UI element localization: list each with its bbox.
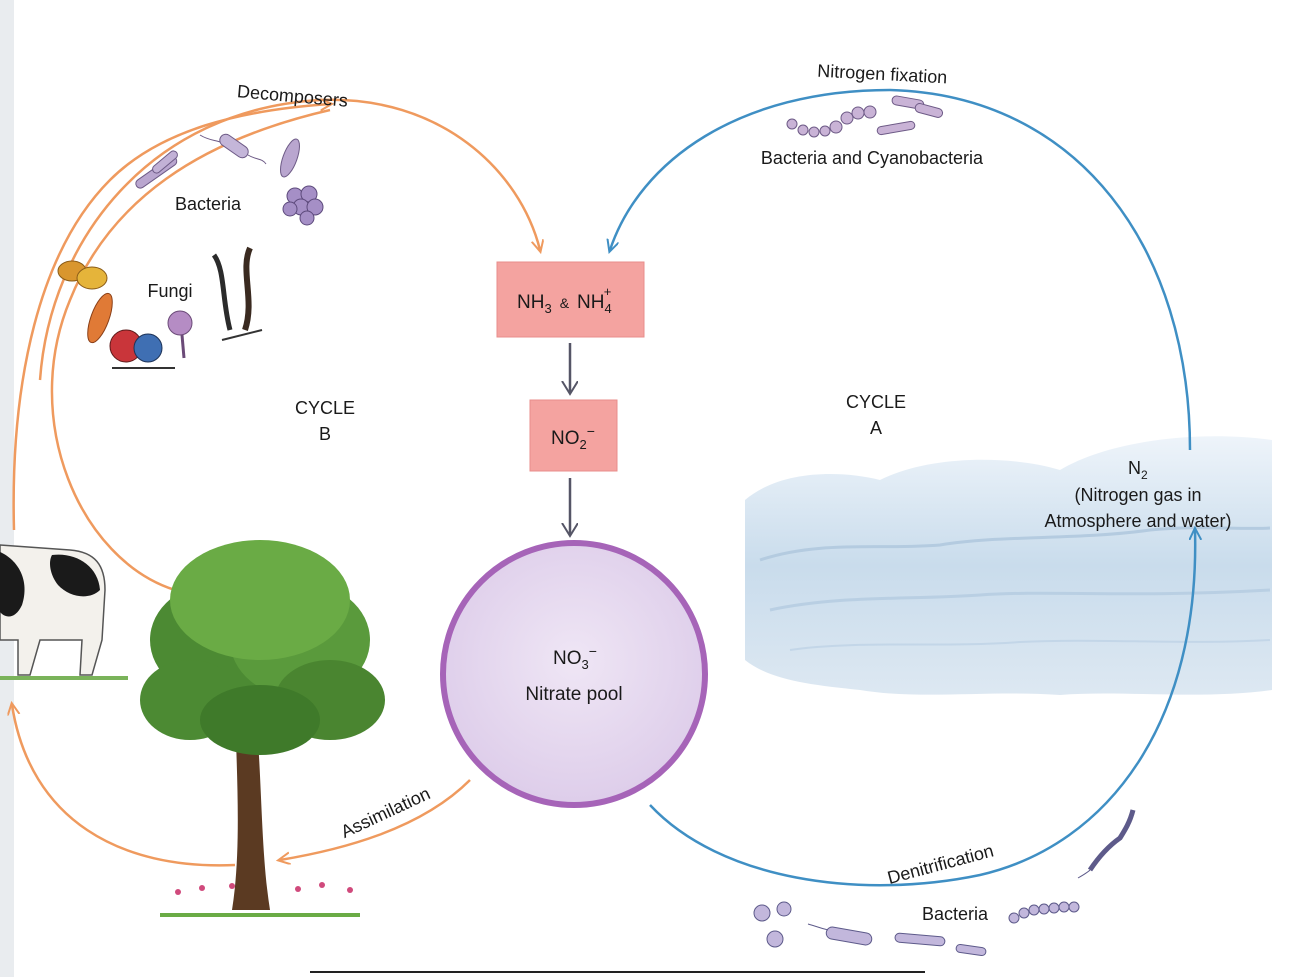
svg-text:NH3&NH4+: NH3&NH4+ bbox=[517, 284, 612, 316]
ammonia-amp: & bbox=[560, 295, 570, 311]
bacteria-cyanobacteria-label: Bacteria and Cyanobacteria bbox=[761, 148, 984, 168]
nitrite-sub: 2 bbox=[580, 437, 587, 452]
bacteria-decomposer-label: Bacteria bbox=[175, 194, 242, 214]
cow-to-decomposers-arrow bbox=[12, 104, 330, 531]
ammonia-nh3: NH bbox=[517, 292, 544, 313]
ammonia-box: NH3&NH4+ bbox=[496, 261, 645, 338]
pool-label: Nitrate pool bbox=[525, 684, 622, 705]
nitrite-sup: − bbox=[587, 423, 595, 439]
cycle-b-label-line2: B bbox=[319, 424, 331, 444]
ammonia-sup4: + bbox=[604, 284, 612, 299]
tree-illustration bbox=[140, 540, 385, 917]
denitrifying-bacteria-illustration bbox=[753, 809, 1136, 957]
svg-text:NO2−: NO2− bbox=[551, 423, 595, 452]
fungi-illustration bbox=[57, 246, 263, 369]
page-edge bbox=[0, 0, 14, 977]
pool-sup: − bbox=[589, 643, 597, 659]
nitrite-box: NO2− bbox=[529, 399, 618, 472]
nitrogen-fixation-label: Nitrogen fixation bbox=[817, 61, 948, 88]
tree-to-decomposers-arrow bbox=[50, 108, 331, 592]
n2-description-line1: (Nitrogen gas in bbox=[1074, 485, 1201, 505]
decomposer-bacteria-illustration bbox=[135, 133, 324, 226]
nitrate-pool: NO3− Nitrate pool bbox=[440, 540, 708, 808]
cycle-a-label-line1: CYCLE bbox=[846, 392, 906, 412]
bacteria-denitrifying-label: Bacteria bbox=[922, 904, 989, 924]
ammonia-sub4: 4 bbox=[604, 301, 611, 316]
pool-no: NO bbox=[553, 648, 582, 669]
nitrogen-fixation-arrow bbox=[610, 88, 1192, 451]
n2-subscript: 2 bbox=[1141, 468, 1148, 482]
nitrogen-fixing-bacteria-illustration bbox=[786, 95, 944, 138]
cycle-a-label-line2: A bbox=[870, 418, 882, 438]
ammonia-nh4: NH bbox=[577, 292, 604, 313]
ammonia-sub3: 3 bbox=[544, 301, 551, 316]
cycle-b-label-line1: CYCLE bbox=[295, 398, 355, 418]
tree-to-cow-arrow bbox=[12, 705, 236, 867]
n2-label: N bbox=[1128, 458, 1141, 478]
cow-illustration bbox=[0, 544, 128, 680]
nitrite-no: NO bbox=[551, 428, 580, 449]
denitrification-arrow bbox=[649, 530, 1195, 887]
pool-sub: 3 bbox=[582, 657, 589, 672]
svg-text:N2: N2 bbox=[1128, 458, 1148, 482]
n2-description-line2: Atmosphere and water) bbox=[1044, 511, 1231, 531]
assimilation-arrow bbox=[280, 779, 471, 860]
cycle-a-arrows bbox=[610, 88, 1195, 887]
atmosphere-clouds bbox=[745, 436, 1272, 695]
fungi-label: Fungi bbox=[147, 281, 192, 301]
svg-text:NO3−: NO3− bbox=[553, 643, 597, 672]
